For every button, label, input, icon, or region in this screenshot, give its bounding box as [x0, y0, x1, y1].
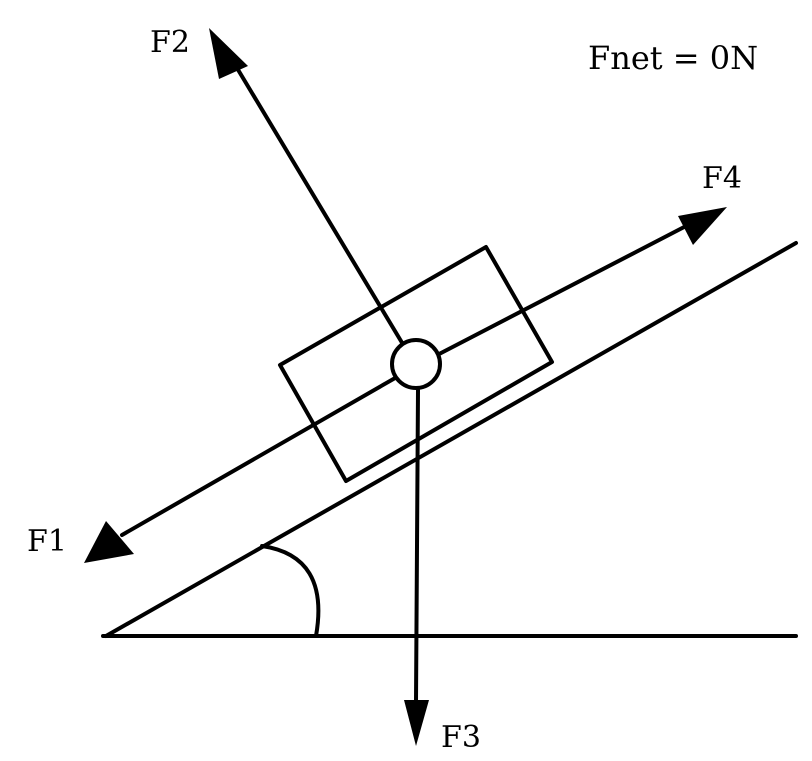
force-arrow-f4-head: [678, 207, 727, 245]
force-arrow-f1-shaft: [120, 364, 418, 537]
force-arrow-f3-head: [404, 700, 429, 746]
force-arrow-f1-head: [84, 521, 134, 563]
block: [278, 245, 554, 483]
net-force-label: Fnet = 0N: [588, 39, 758, 77]
force-label-f1: F1: [27, 524, 67, 559]
incline-angle-arc: [260, 544, 321, 638]
force-arrow-f2-shaft: [235, 66, 418, 368]
force-label-f2: F2: [150, 25, 190, 60]
force-arrow-f3-shaft: [414, 388, 420, 704]
force-arrow-f2-head: [209, 28, 248, 79]
force-label-f4: F4: [702, 161, 742, 196]
incline-surface: [104, 241, 798, 638]
center-of-mass-circle: [390, 338, 442, 390]
force-label-f3: F3: [441, 720, 481, 755]
force-arrow-f4-shaft: [414, 223, 690, 368]
